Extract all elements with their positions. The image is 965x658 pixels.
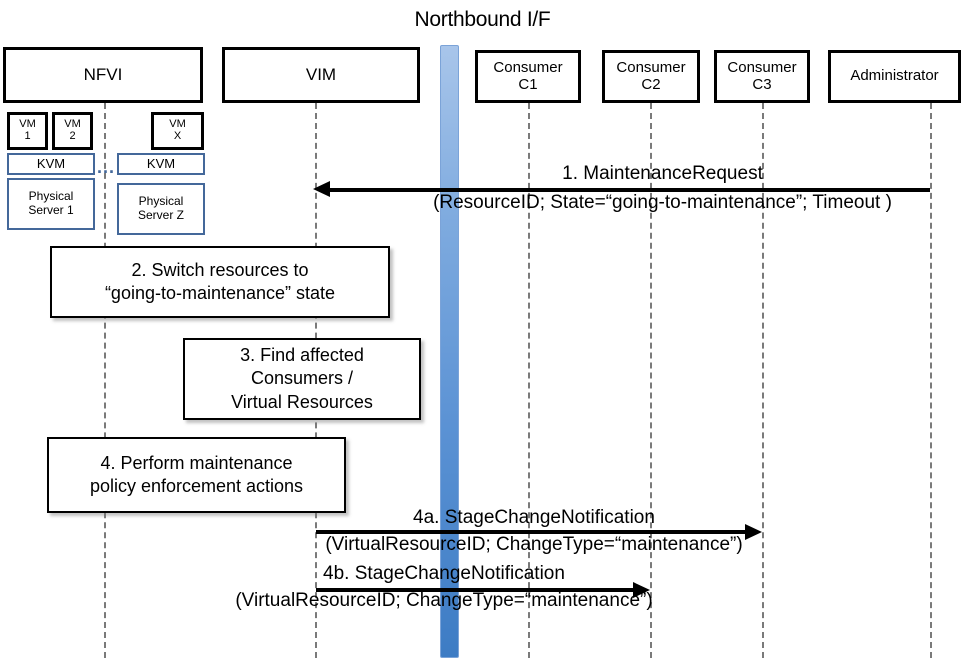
actor-box-administrator[interactable]: Administrator [828, 50, 961, 103]
lifeline-consumer-c2 [650, 103, 652, 658]
message-label-4b-line2: (VirtualResourceID; ChangeType=“maintena… [235, 590, 653, 611]
vm-box-vmx[interactable]: VM X [151, 112, 204, 150]
actor-label-consumer-c3-line1: Consumer [727, 58, 797, 76]
hypervisor-label-kvm-left: KVM [36, 155, 66, 171]
hypervisor-box-kvm-left[interactable]: KVM [7, 153, 95, 175]
actor-label-consumer-c1-line2: C1 [518, 75, 538, 93]
note-box-2: 2. Switch resources to “going-to-mainten… [50, 246, 390, 318]
note-box-3: 3. Find affected Consumers / Virtual Res… [183, 338, 421, 420]
message-label-4a-line2: (VirtualResourceID; ChangeType=“maintena… [325, 534, 743, 555]
server-label-physical-server-z-line2: Server Z [137, 208, 184, 222]
note-box-4: 4. Perform maintenance policy enforcemen… [47, 437, 346, 513]
message-label-1-line1: 1. MaintenanceRequest [562, 163, 763, 184]
actor-label-consumer-c1-line1: Consumer [493, 58, 563, 76]
server-box-physical-server-z[interactable]: Physical Server Z [117, 183, 205, 235]
lifeline-consumer-c3 [762, 103, 764, 658]
vm-label-vm2-line1: VM [64, 118, 81, 131]
actor-label-consumer-c3-line2: C3 [752, 75, 772, 93]
note-3-line2: Consumers / [250, 368, 354, 389]
vm-box-vm1[interactable]: VM 1 [7, 112, 48, 150]
actor-label-consumer-c2-line1: Consumer [616, 58, 686, 76]
vm-label-vm1-line1: VM [19, 118, 36, 131]
actor-label-vim: VIM [305, 65, 337, 85]
note-4-line2: policy enforcement actions [89, 476, 304, 496]
lifeline-nfvi [104, 103, 106, 658]
actor-box-consumer-c2[interactable]: Consumer C2 [602, 50, 700, 103]
note-3-line3: Virtual Resources [231, 391, 373, 412]
actor-label-nfvi: NFVI [83, 65, 123, 85]
server-box-physical-server-1[interactable]: Physical Server 1 [7, 178, 95, 230]
actor-label-administrator: Administrator [850, 67, 939, 85]
vm-label-vmx-line1: VM [169, 118, 186, 131]
note-2-line2: “going-to-maintenance” state [104, 283, 336, 303]
message-arrow-line-1 [330, 188, 930, 192]
hypervisor-box-kvm-right[interactable]: KVM [117, 153, 205, 175]
vm-label-vmx-line2: X [173, 130, 182, 142]
message-arrow-head-1 [313, 181, 330, 197]
hypervisor-label-kvm-right: KVM [146, 155, 176, 171]
page-title: Northbound I/F [414, 8, 551, 31]
vm-label-vm2-line2: 2 [69, 130, 76, 142]
server-label-physical-server-1-line2: Server 1 [28, 203, 74, 217]
note-2-line1: 2. Switch resources to [131, 259, 309, 280]
lifeline-consumer-c1 [528, 103, 530, 658]
note-4-line1: 4. Perform maintenance [100, 452, 293, 473]
message-label-4b-line1: 4b. StageChangeNotification [323, 563, 565, 584]
message-label-4a-line1: 4a. StageChangeNotification [413, 507, 655, 528]
message-label-1-line2: (ResourceID; State=“going-to-maintenance… [433, 192, 892, 213]
actor-box-consumer-c3[interactable]: Consumer C3 [714, 50, 810, 103]
ellipsis-icon: ... [97, 157, 116, 177]
actor-box-vim[interactable]: VIM [222, 47, 420, 103]
message-arrow-line-4b [316, 588, 634, 592]
lifeline-administrator [930, 103, 932, 658]
actor-label-consumer-c2-line2: C2 [641, 75, 661, 93]
message-arrow-head-4b [633, 582, 650, 598]
vm-label-vm1-line2: 1 [24, 130, 31, 142]
server-label-physical-server-z-line1: Physical [138, 194, 184, 209]
actor-box-consumer-c1[interactable]: Consumer C1 [475, 50, 581, 103]
message-arrow-head-4a [745, 524, 762, 540]
actor-box-nfvi[interactable]: NFVI [3, 47, 203, 103]
note-3-line1: 3. Find affected [240, 345, 364, 366]
vm-box-vm2[interactable]: VM 2 [52, 112, 93, 150]
server-label-physical-server-1-line1: Physical [28, 189, 74, 204]
message-arrow-line-4a [316, 530, 746, 534]
